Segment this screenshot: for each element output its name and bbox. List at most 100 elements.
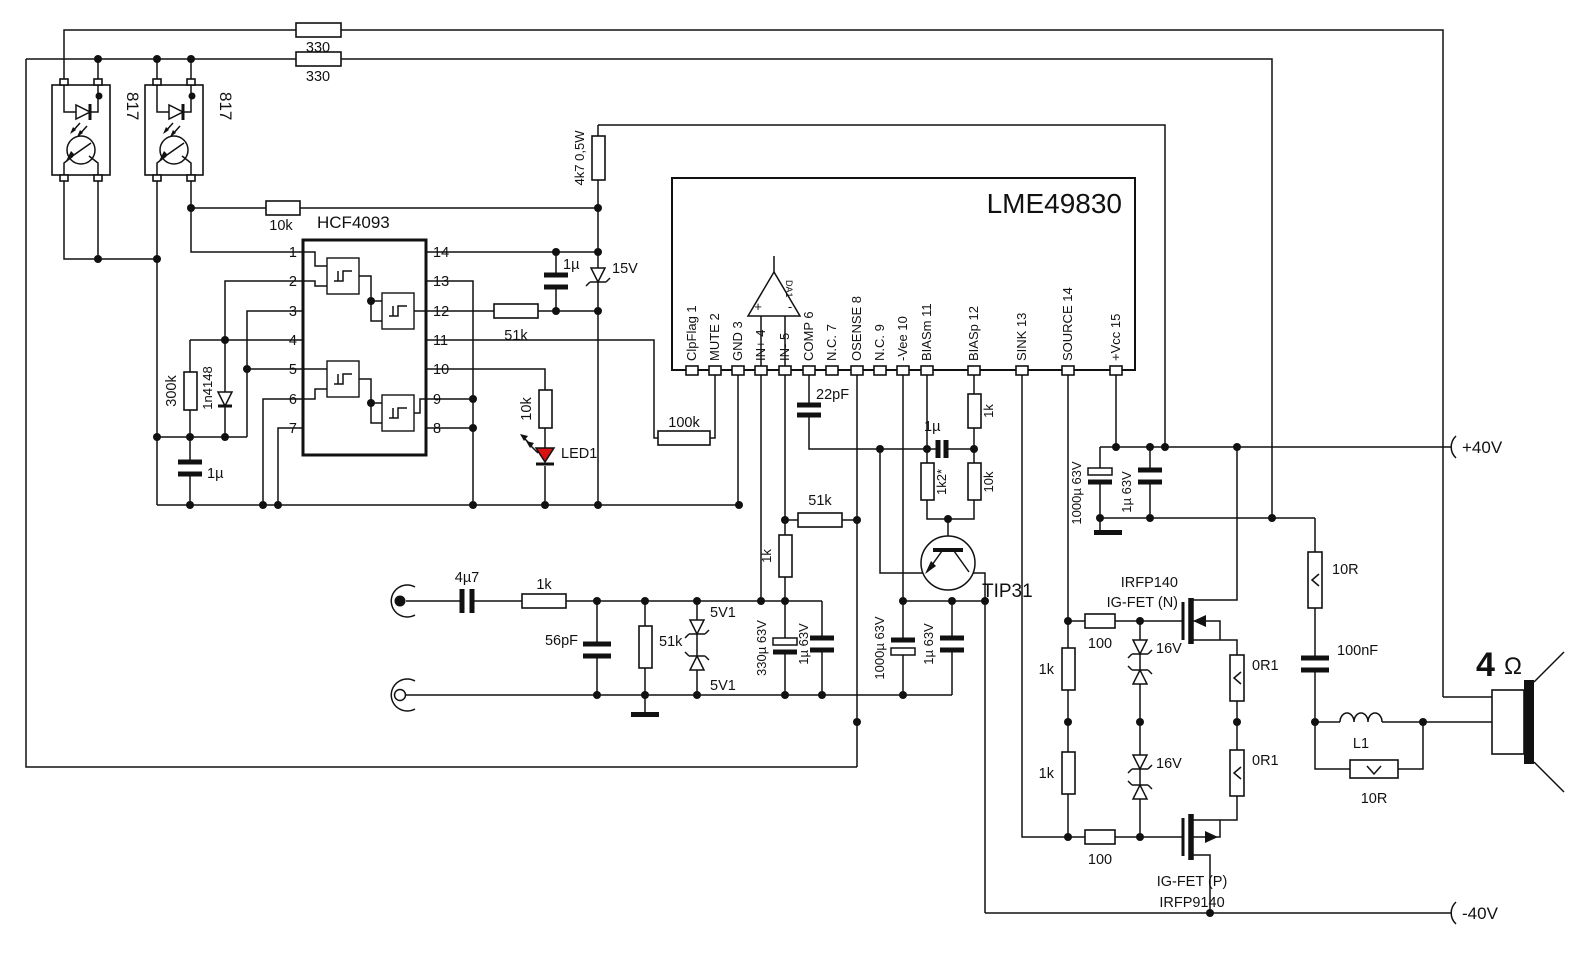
resistor-source-p-label: 0R1 — [1252, 753, 1279, 769]
resistor-supply-label: 4k7 0,5W — [572, 130, 587, 186]
mosfet-irfp140: IRFP140 IG-FET (N) — [1107, 575, 1206, 644]
lme-pin-biasm: BIASm 11 — [919, 303, 934, 361]
junction-dots — [94, 55, 1427, 917]
resistor-feedback-gnd: 1k — [759, 534, 793, 578]
resistor-sink-top-label: 1k — [1039, 662, 1055, 678]
lme-pin-inp: IN+ 4 — [753, 330, 768, 361]
ic-hcf4093-name: HCF4093 — [317, 213, 390, 232]
zener-input-top-label: 5V1 — [710, 605, 736, 621]
resistor-opto-bottom-label: 330 — [306, 69, 330, 85]
mosfet-irfp9140: IG-FET (P) IRFP9140 — [1157, 814, 1228, 911]
hcf-pin-8: 8 — [433, 421, 441, 437]
capacitor-logic-supply: 1µ — [544, 257, 580, 290]
lme-pin-nc7: N.C. 7 — [824, 324, 839, 361]
wire-input-area — [406, 600, 952, 696]
resistor-opto-pullup-label: 10k — [269, 218, 293, 234]
capacitor-vee-film: 1µ 63V — [921, 623, 964, 665]
capacitor-feedback-bulk: 330µ 63V — [754, 620, 798, 676]
resistor-damper: 10R — [1349, 759, 1399, 807]
hcf-pin-4: 4 — [289, 333, 297, 349]
ic-lme49830-name: LME49830 — [987, 188, 1122, 219]
capacitor-comp-label: 22pF — [816, 387, 849, 403]
lme-pin-inn: IN- 5 — [777, 333, 792, 361]
hcf-pin-11: 11 — [433, 333, 448, 349]
terminal-negative-label: -40V — [1462, 904, 1499, 923]
capacitor-vcc-film-label: 1µ 63V — [1119, 471, 1134, 513]
wire-top-routing — [26, 29, 1444, 697]
diode-timer-label: 1n4148 — [200, 366, 215, 409]
led1: LED1 — [520, 434, 597, 466]
hcf-pin-1: 1 — [289, 245, 297, 261]
resistor-bias-top: 1k — [967, 393, 996, 429]
resistor-feedback-label: 51k — [808, 493, 832, 509]
resistor-osc: 51k — [493, 303, 539, 344]
lme-pin-comp: COMP 6 — [801, 311, 816, 361]
speaker: 4 Ω — [1476, 646, 1565, 793]
capacitor-input-coupling-label: 4µ7 — [455, 570, 479, 586]
lme-pin-stubs — [685, 365, 1123, 376]
wire-hcf-area — [157, 124, 1166, 712]
resistor-input-series-label: 1k — [536, 577, 552, 593]
opamp-minus: - — [788, 299, 792, 314]
resistor-sink-top: 1k — [1039, 647, 1076, 691]
capacitor-bias-label: 1µ — [924, 419, 941, 435]
resistor-input-shunt-label: 51k — [659, 634, 683, 650]
resistor-feedback-gnd-label: 1k — [759, 549, 774, 563]
mosfet-irfp9140-part: IRFP9140 — [1159, 895, 1224, 911]
resistor-opto-bottom: 330 — [295, 51, 342, 85]
ic-hcf4093: HCF4093 1 2 3 4 5 6 7 14 13 12 11 10 9 8 — [289, 213, 449, 457]
mosfet-irfp9140-type: IG-FET (P) — [1157, 874, 1228, 890]
lme-pin-vee: -Vee 10 — [895, 316, 910, 361]
resistor-gate-p: 100 — [1084, 829, 1116, 868]
resistor-bias-left-label: 1k2* — [934, 469, 949, 495]
resistor-opto-pullup: 10k — [265, 200, 301, 234]
speaker-impedance: 4 — [1476, 646, 1495, 684]
resistor-supply: 4k7 0,5W — [572, 130, 606, 186]
wire-bottom-loop — [25, 59, 857, 768]
inductor-l1: L1 — [1339, 712, 1383, 752]
optocoupler-1-label: 817 — [123, 92, 142, 120]
capacitor-feedback-film: 1µ 63V — [796, 623, 834, 665]
capacitor-comp: 22pF — [797, 387, 849, 418]
hcf-pin-2: 2 — [289, 274, 297, 290]
lme-pin-sink: SINK 13 — [1014, 313, 1029, 361]
resistor-sink-bottom-label: 1k — [1039, 766, 1055, 782]
lme-pin-vcc: +Vcc 15 — [1108, 314, 1123, 361]
hcf-pin-9: 9 — [433, 392, 441, 408]
hcf-pin-3: 3 — [289, 304, 297, 320]
optocoupler-2-label: 817 — [216, 92, 235, 120]
lme-pin-nc9: N.C. 9 — [872, 324, 887, 361]
hcf-pin-13: 13 — [433, 274, 449, 290]
resistor-timer: 300k — [164, 371, 198, 411]
resistor-bias-right: 10k — [967, 462, 996, 501]
zener-input-top: 5V1 — [684, 605, 736, 639]
lme-pin-source: SOURCE 14 — [1060, 287, 1075, 361]
opamp-plus: + — [754, 299, 762, 314]
capacitor-input-coupling: 4µ7 — [455, 570, 479, 613]
resistor-osc-label: 51k — [504, 328, 528, 344]
resistor-sink-bottom: 1k — [1039, 751, 1076, 795]
transistor-tip31: TIP31 — [920, 535, 1033, 602]
hcf-pin-10: 10 — [433, 362, 449, 378]
resistor-zobel: 10R — [1307, 551, 1359, 609]
resistor-input-series: 1k — [521, 577, 567, 609]
resistor-input-shunt: 51k — [638, 625, 683, 669]
lme-pin-osense: OSENSE 8 — [849, 296, 864, 361]
capacitor-feedback-film-label: 1µ 63V — [796, 623, 811, 665]
lme-pin-mute: MUTE 2 — [707, 313, 722, 361]
wire-output-stage — [985, 375, 1492, 914]
resistor-feedback: 51k — [797, 493, 843, 528]
capacitor-logic-supply-label: 1µ — [563, 257, 580, 273]
terminal-positive: +40V — [1450, 435, 1503, 459]
rca-input-ground — [390, 678, 416, 712]
terminal-positive-label: +40V — [1462, 438, 1503, 457]
ic-lme49830: LME49830 + - DA1 ClpFlag 1 MUTE 2 GND 3 … — [671, 177, 1136, 376]
inductor-l1-label: L1 — [1353, 736, 1369, 752]
resistor-bias-top-label: 1k — [981, 404, 996, 418]
hcf-pin-5: 5 — [289, 362, 297, 378]
zener-gate-p-label: 16V — [1156, 756, 1182, 772]
zener-logic: 15V — [585, 261, 638, 287]
resistor-bias-left: 1k2* — [920, 462, 949, 501]
